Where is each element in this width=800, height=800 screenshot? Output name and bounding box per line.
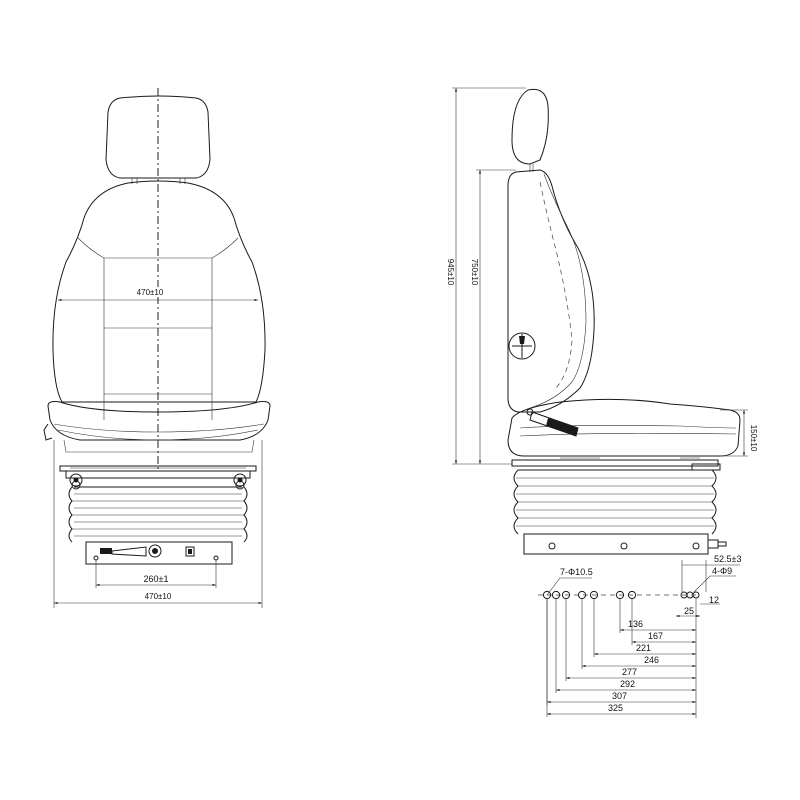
dim-overall-height: 945±10 [446,259,455,286]
chain-dimensions [546,599,697,718]
front-headrest [105,95,211,179]
recline-knob [508,332,536,360]
dim-12: 12 [709,595,719,605]
dim-chain-277: 277 [622,667,637,677]
front-rollers [69,473,247,490]
side-backrest [507,169,595,413]
side-bellows [513,469,717,535]
dim-chain-292: 292 [620,679,635,689]
dim-chain-246: 246 [644,655,659,665]
dim-small-holes: 4-Φ9 [712,566,732,576]
side-headrest [511,88,549,165]
dim-chain-325: 325 [608,703,623,713]
dim-chain-136: 136 [628,619,643,629]
bolt-holes [542,590,700,600]
dim-backrest-width: 470±10 [137,288,164,297]
front-lever [111,546,147,557]
dim-chain-307: 307 [612,691,627,701]
dim-25: 25 [684,606,694,616]
side-seat-cushion [507,398,741,457]
dim-chain-221: 221 [636,643,651,653]
front-bellows [68,486,248,543]
dim-hole-spacing: 260±1 [144,574,169,584]
front-base [85,541,233,565]
side-base [523,533,709,555]
front-backrest [52,180,266,403]
dim-large-holes: 7-Φ10.5 [560,567,593,577]
front-seat-cushion [47,401,271,441]
front-view: 470±10 260±1 [43,88,271,608]
dim-chain-167: 167 [648,631,663,641]
side-view: 945±10 750±10 150±10 7-Φ10.5 [446,87,758,718]
dim-overall-width: 470±10 [145,592,172,601]
dim-offset: 52.5±3 [714,554,741,564]
dim-backrest-height: 750±10 [470,259,479,286]
dim-cushion-height: 150±10 [749,425,758,452]
